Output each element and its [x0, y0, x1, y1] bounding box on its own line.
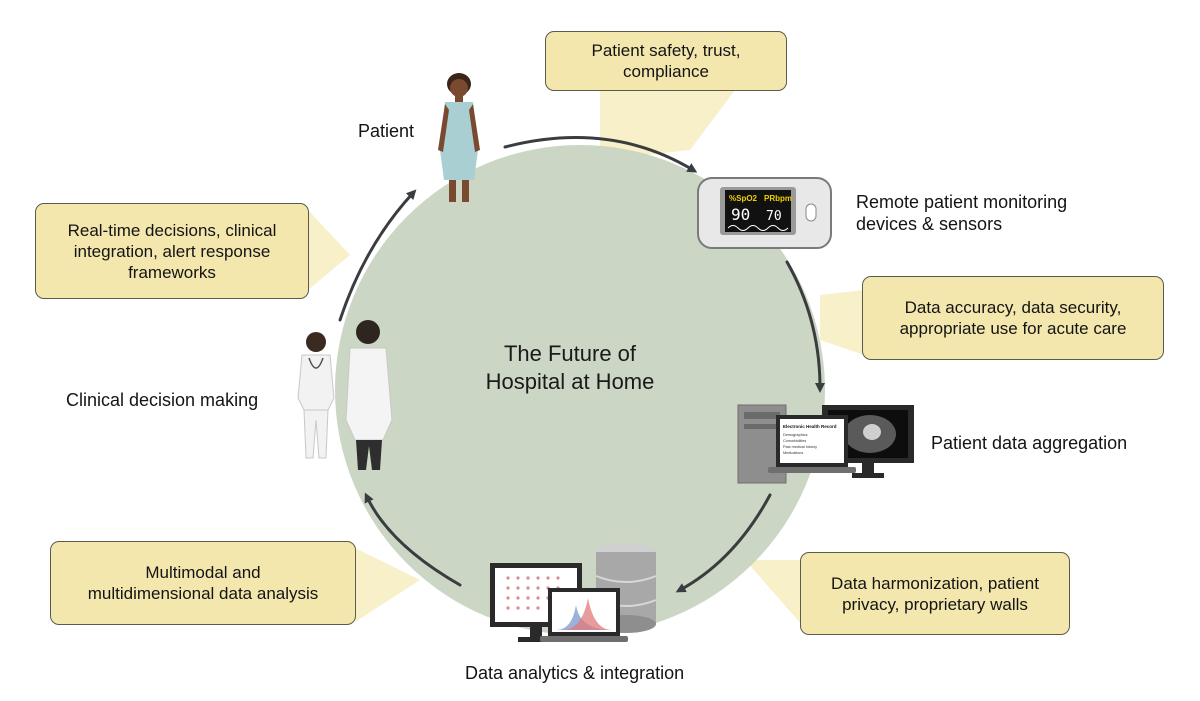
callout-multimodal: Multimodal and multidimensional data ana…	[50, 541, 356, 625]
ehr-workstation: Electronic Health Record Demographics Co…	[737, 404, 914, 484]
patient-right-arm	[469, 104, 480, 152]
ehr-row: Past medical history	[783, 445, 817, 449]
analytics-monitor-base	[518, 637, 554, 642]
callout-line: multidimensional data analysis	[87, 584, 319, 603]
stethoscope	[308, 357, 324, 369]
distribution-red	[562, 598, 612, 630]
stage-label-patient: Patient	[358, 121, 415, 141]
analytics-monitor-stand	[530, 627, 542, 637]
callout-line: appropriate use for acute care	[899, 319, 1127, 338]
central-title-line: The Future of	[503, 341, 637, 366]
arrow-patient-to-monitoring	[503, 136, 698, 173]
central-title-line: Hospital at Home	[485, 369, 655, 394]
monitor-base	[852, 473, 884, 478]
callout-harmonization: Data harmonization, patient privacy, pro…	[800, 552, 1070, 635]
central-title: The Future of Hospital at Home	[430, 340, 710, 396]
central-circle	[335, 145, 825, 635]
patient-neck	[455, 96, 463, 102]
stage-label-line: Remote patient monitoring	[856, 192, 1068, 212]
device-screen	[725, 190, 791, 232]
device-button	[805, 203, 817, 222]
laptop-base	[768, 467, 856, 473]
callout-line: privacy, proprietary walls	[842, 594, 1028, 614]
arrow-aggregation-to-analytics	[675, 493, 772, 593]
doctor-coat	[345, 347, 393, 441]
stage-label-analytics: Data analytics & integration	[465, 663, 685, 683]
arrow-monitoring-to-aggregation	[785, 260, 825, 393]
stage-label-line: devices & sensors	[856, 214, 1003, 234]
device-pr-value: 70	[766, 209, 782, 224]
laptop-display	[780, 419, 844, 463]
doctor-head	[356, 320, 380, 344]
heatmap-dots	[506, 576, 560, 610]
analytics-workstation	[490, 543, 657, 642]
doctor-legs	[356, 440, 382, 470]
beam-harmonization	[745, 560, 802, 625]
beam-accuracy	[820, 290, 864, 355]
callout-beams	[308, 90, 864, 625]
stage-label-aggregation: Patient data aggregation	[931, 433, 1128, 453]
callout-line: Data accuracy, data security,	[904, 298, 1122, 317]
patient-left-leg	[449, 180, 456, 202]
beam-realtime	[308, 210, 350, 290]
device-pr-label: PRbpm	[764, 194, 792, 203]
pulse-oximeter: %SpO2 PRbpm 90 70	[697, 177, 832, 249]
patient-gown	[440, 102, 478, 180]
beam-safety	[600, 90, 735, 160]
callout-line: Real-time decisions, clinical	[67, 220, 277, 240]
nurse-scrubs	[297, 354, 335, 411]
tower-drive	[744, 424, 780, 429]
callout-line: frameworks	[128, 262, 216, 282]
nurse-head	[306, 332, 326, 352]
callout-safety: Patient safety, trust, compliance	[545, 31, 787, 91]
patient-figure	[438, 73, 480, 202]
stage-label-clinical: Clinical decision making	[66, 390, 259, 410]
ehr-row: Demographics	[783, 433, 808, 437]
callout-line: Patient safety, trust,	[591, 41, 741, 60]
stage-label-monitoring: Remote patient monitoring devices & sens…	[856, 191, 1067, 235]
patient-left-arm	[438, 104, 449, 152]
patient-head	[450, 79, 468, 97]
cycle-arrows	[338, 136, 825, 593]
arrow-analytics-to-clinical	[364, 492, 462, 587]
device-spo2-value: 90	[731, 205, 750, 224]
ct-heart	[863, 424, 881, 440]
callout-line: integration, alert response	[73, 241, 271, 261]
callout-realtime: Real-time decisions, clinical integratio…	[35, 203, 309, 299]
device-spo2-label: %SpO2	[729, 194, 758, 203]
tower-panel	[744, 412, 780, 419]
monitor-stand	[862, 463, 874, 473]
arrow-clinical-to-patient	[338, 189, 417, 322]
beam-multimodal	[355, 548, 420, 622]
distribution-blue	[556, 605, 612, 630]
clinicians	[297, 320, 393, 470]
callout-line: compliance	[622, 62, 709, 81]
device-waveform	[727, 225, 789, 231]
ehr-row: Medications	[783, 451, 803, 455]
callout-accuracy: Data accuracy, data security, appropriat…	[862, 276, 1164, 360]
ehr-row: Comorbidities	[783, 439, 806, 443]
database-ring	[595, 575, 657, 583]
callout-line: Multimodal and	[145, 563, 261, 582]
nurse-legs	[303, 409, 329, 459]
analytics-laptop-base	[540, 636, 628, 642]
patient-right-leg	[462, 180, 469, 202]
callout-line: Data harmonization, patient	[831, 573, 1039, 593]
ehr-title: Electronic Health Record	[783, 424, 837, 429]
